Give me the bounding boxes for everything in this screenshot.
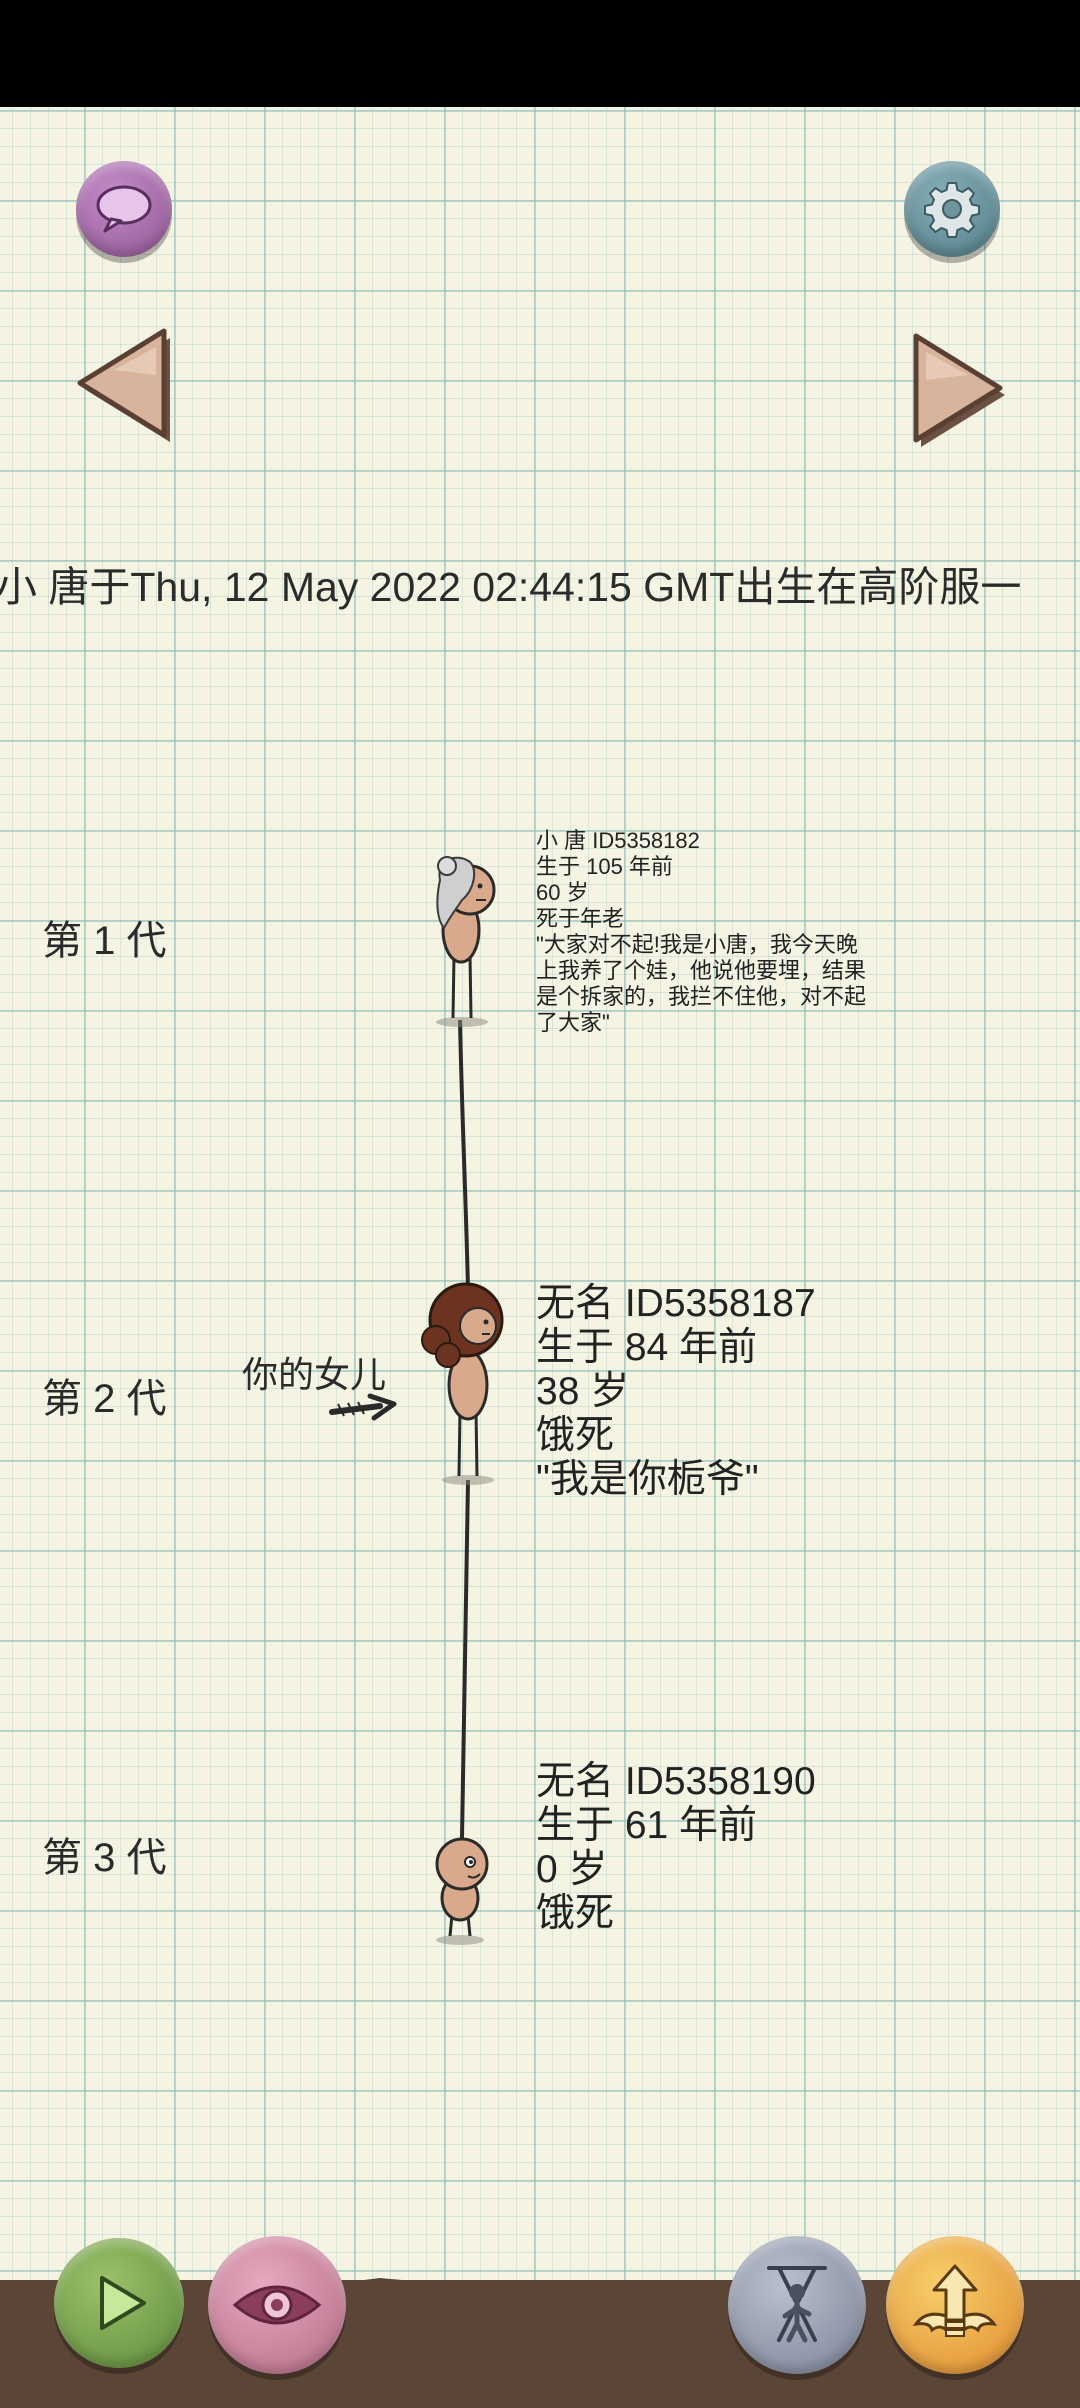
generation-1-quote: "大家对不起!我是小唐，我今天晚上我养了个娃，他说他要埋，结果是个拆家的，我拦不… <box>536 932 867 1035</box>
ancestor-2-character[interactable] <box>421 1282 504 1485</box>
winged-arrow-up-icon <box>912 2264 998 2337</box>
generation-1-born: 生于 105 年前 <box>536 854 673 879</box>
generation-3-info: 无名 ID5358190 生于 61 年前 0 岁 饿死 <box>536 1760 1056 1936</box>
puppet-icon <box>767 2266 827 2343</box>
ancestor-1-character[interactable] <box>436 856 496 1027</box>
generation-3-label: 第 3 代 <box>42 1836 167 1880</box>
triangle-right-icon <box>913 333 1005 447</box>
generation-1-info: 小 唐 ID5358182 生于 105 年前 60 岁 死于年老 "大家对不起… <box>536 828 866 1036</box>
generation-3-age: 0 岁 <box>536 1848 608 1891</box>
previous-button[interactable] <box>74 325 174 445</box>
play-button[interactable] <box>54 2238 184 2368</box>
ancestor-3-character[interactable] <box>435 1837 489 1945</box>
generation-3-name: 无名 ID5358190 <box>536 1760 816 1803</box>
relation-arrow-icon <box>329 1393 397 1421</box>
generation-2-death: 饿死 <box>536 1414 615 1457</box>
generation-2-quote: "我是你栀爷" <box>536 1458 759 1501</box>
eye-icon <box>232 2285 322 2325</box>
generation-3-born: 生于 61 年前 <box>536 1804 758 1847</box>
status-bar <box>0 0 1080 107</box>
play-icon <box>100 2276 146 2330</box>
generation-1-label: 第 1 代 <box>42 919 167 963</box>
generation-2-info: 无名 ID5358187 生于 84 年前 38 岁 饿死 "我是你栀爷" <box>536 1282 1056 1502</box>
generation-1-age: 60 岁 <box>536 880 589 905</box>
generation-1-death: 死于年老 <box>536 906 625 931</box>
triangle-left-icon <box>77 328 170 442</box>
relation-label: 你的女儿 <box>242 1354 387 1395</box>
generation-1-name: 小 唐 ID5358182 <box>536 828 700 853</box>
view-button[interactable] <box>208 2236 346 2374</box>
ascend-button[interactable] <box>886 2236 1024 2374</box>
generation-2-age: 38 岁 <box>536 1370 630 1413</box>
settings-button[interactable] <box>904 161 1000 257</box>
next-button[interactable] <box>910 330 1010 450</box>
puppet-button[interactable] <box>728 2236 866 2374</box>
generation-2-label: 第 2 代 <box>42 1377 167 1421</box>
chat-button[interactable] <box>76 161 172 257</box>
generation-2-name: 无名 ID5358187 <box>536 1282 816 1325</box>
birth-info-text: 小 唐于Thu, 12 May 2022 02:44:15 GMT出生在高阶服一 <box>0 564 1022 610</box>
gear-icon <box>924 182 980 238</box>
generation-2-born: 生于 84 年前 <box>536 1326 758 1369</box>
generation-3-death: 饿死 <box>536 1892 615 1935</box>
chat-bubble-icon <box>96 185 152 233</box>
